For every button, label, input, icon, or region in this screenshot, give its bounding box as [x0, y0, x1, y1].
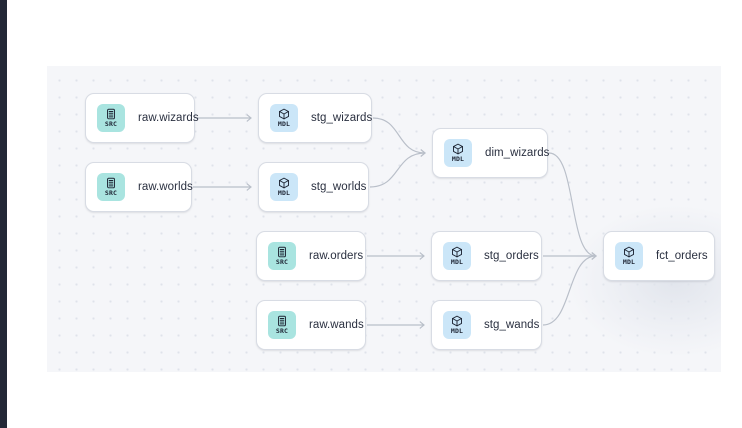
node-label: raw.orders: [309, 250, 364, 262]
edge-arrowhead: [419, 321, 425, 329]
lineage-node-stg_wizards[interactable]: MDL stg_wizards: [258, 93, 372, 143]
model-badge: MDL: [443, 242, 471, 270]
node-label: raw.wands: [309, 319, 364, 331]
model-badge-label: MDL: [450, 327, 464, 336]
node-label: raw.worlds: [138, 181, 193, 193]
source-badge: SRC: [268, 242, 296, 270]
model-badge-label: MDL: [277, 120, 291, 129]
node-label: stg_orders: [484, 250, 539, 262]
source-badge-label: SRC: [104, 189, 118, 198]
database-icon: [105, 177, 117, 189]
node-label: dim_wizards: [485, 147, 550, 159]
model-badge: MDL: [270, 104, 298, 132]
lineage-node-stg_worlds[interactable]: MDL stg_worlds: [258, 162, 369, 212]
model-badge-label: MDL: [451, 155, 465, 164]
edge-arrowhead: [246, 183, 252, 191]
lineage-node-stg_wands[interactable]: MDL stg_wands: [431, 300, 542, 350]
cube-icon: [623, 246, 635, 258]
lineage-node-dim_wizards[interactable]: MDL dim_wizards: [432, 128, 550, 178]
lineage-edge-stg_wands-to-fct_orders: [542, 255, 597, 326]
edge-arrowhead: [591, 252, 597, 260]
model-badge-label: MDL: [622, 258, 636, 267]
database-icon: [105, 108, 117, 120]
cube-icon: [452, 143, 464, 155]
lineage-node-raw_wands[interactable]: SRC raw.wands: [256, 300, 366, 350]
model-badge-label: MDL: [450, 258, 464, 267]
cube-icon: [451, 315, 463, 327]
lineage-node-fct_orders[interactable]: MDL fct_orders: [603, 231, 715, 281]
database-icon: [276, 315, 288, 327]
lineage-node-raw_worlds[interactable]: SRC raw.worlds: [85, 162, 193, 212]
lineage-node-raw_wizards[interactable]: SRC raw.wizards: [85, 93, 199, 143]
lineage-edge-stg_wizards-to-dim_wizards: [372, 117, 426, 154]
edge-arrowhead: [420, 149, 426, 157]
cube-icon: [451, 246, 463, 258]
lineage-node-stg_orders[interactable]: MDL stg_orders: [431, 231, 542, 281]
lineage-edge-dim_wizards-to-fct_orders: [548, 152, 597, 257]
cube-icon: [278, 108, 290, 120]
source-badge-label: SRC: [275, 258, 289, 267]
node-label: raw.wizards: [138, 112, 199, 124]
lineage-edge-layer: [192, 114, 597, 329]
database-icon: [276, 246, 288, 258]
node-label: fct_orders: [656, 250, 708, 262]
edge-arrowhead: [246, 114, 252, 122]
cube-icon: [278, 177, 290, 189]
source-badge-label: SRC: [275, 327, 289, 336]
model-badge: MDL: [615, 242, 643, 270]
node-label: stg_wizards: [311, 112, 373, 124]
model-badge: MDL: [270, 173, 298, 201]
app-left-rail: [0, 0, 7, 428]
source-badge-label: SRC: [104, 120, 118, 129]
lineage-edge-stg_worlds-to-dim_wizards: [369, 152, 426, 188]
node-label: stg_worlds: [311, 181, 367, 193]
model-badge: MDL: [444, 139, 472, 167]
node-label: stg_wands: [484, 319, 540, 331]
source-badge: SRC: [97, 173, 125, 201]
lineage-node-raw_orders[interactable]: SRC raw.orders: [256, 231, 366, 281]
model-badge-label: MDL: [277, 189, 291, 198]
edge-arrowhead: [419, 252, 425, 260]
model-badge: MDL: [443, 311, 471, 339]
source-badge: SRC: [97, 104, 125, 132]
source-badge: SRC: [268, 311, 296, 339]
